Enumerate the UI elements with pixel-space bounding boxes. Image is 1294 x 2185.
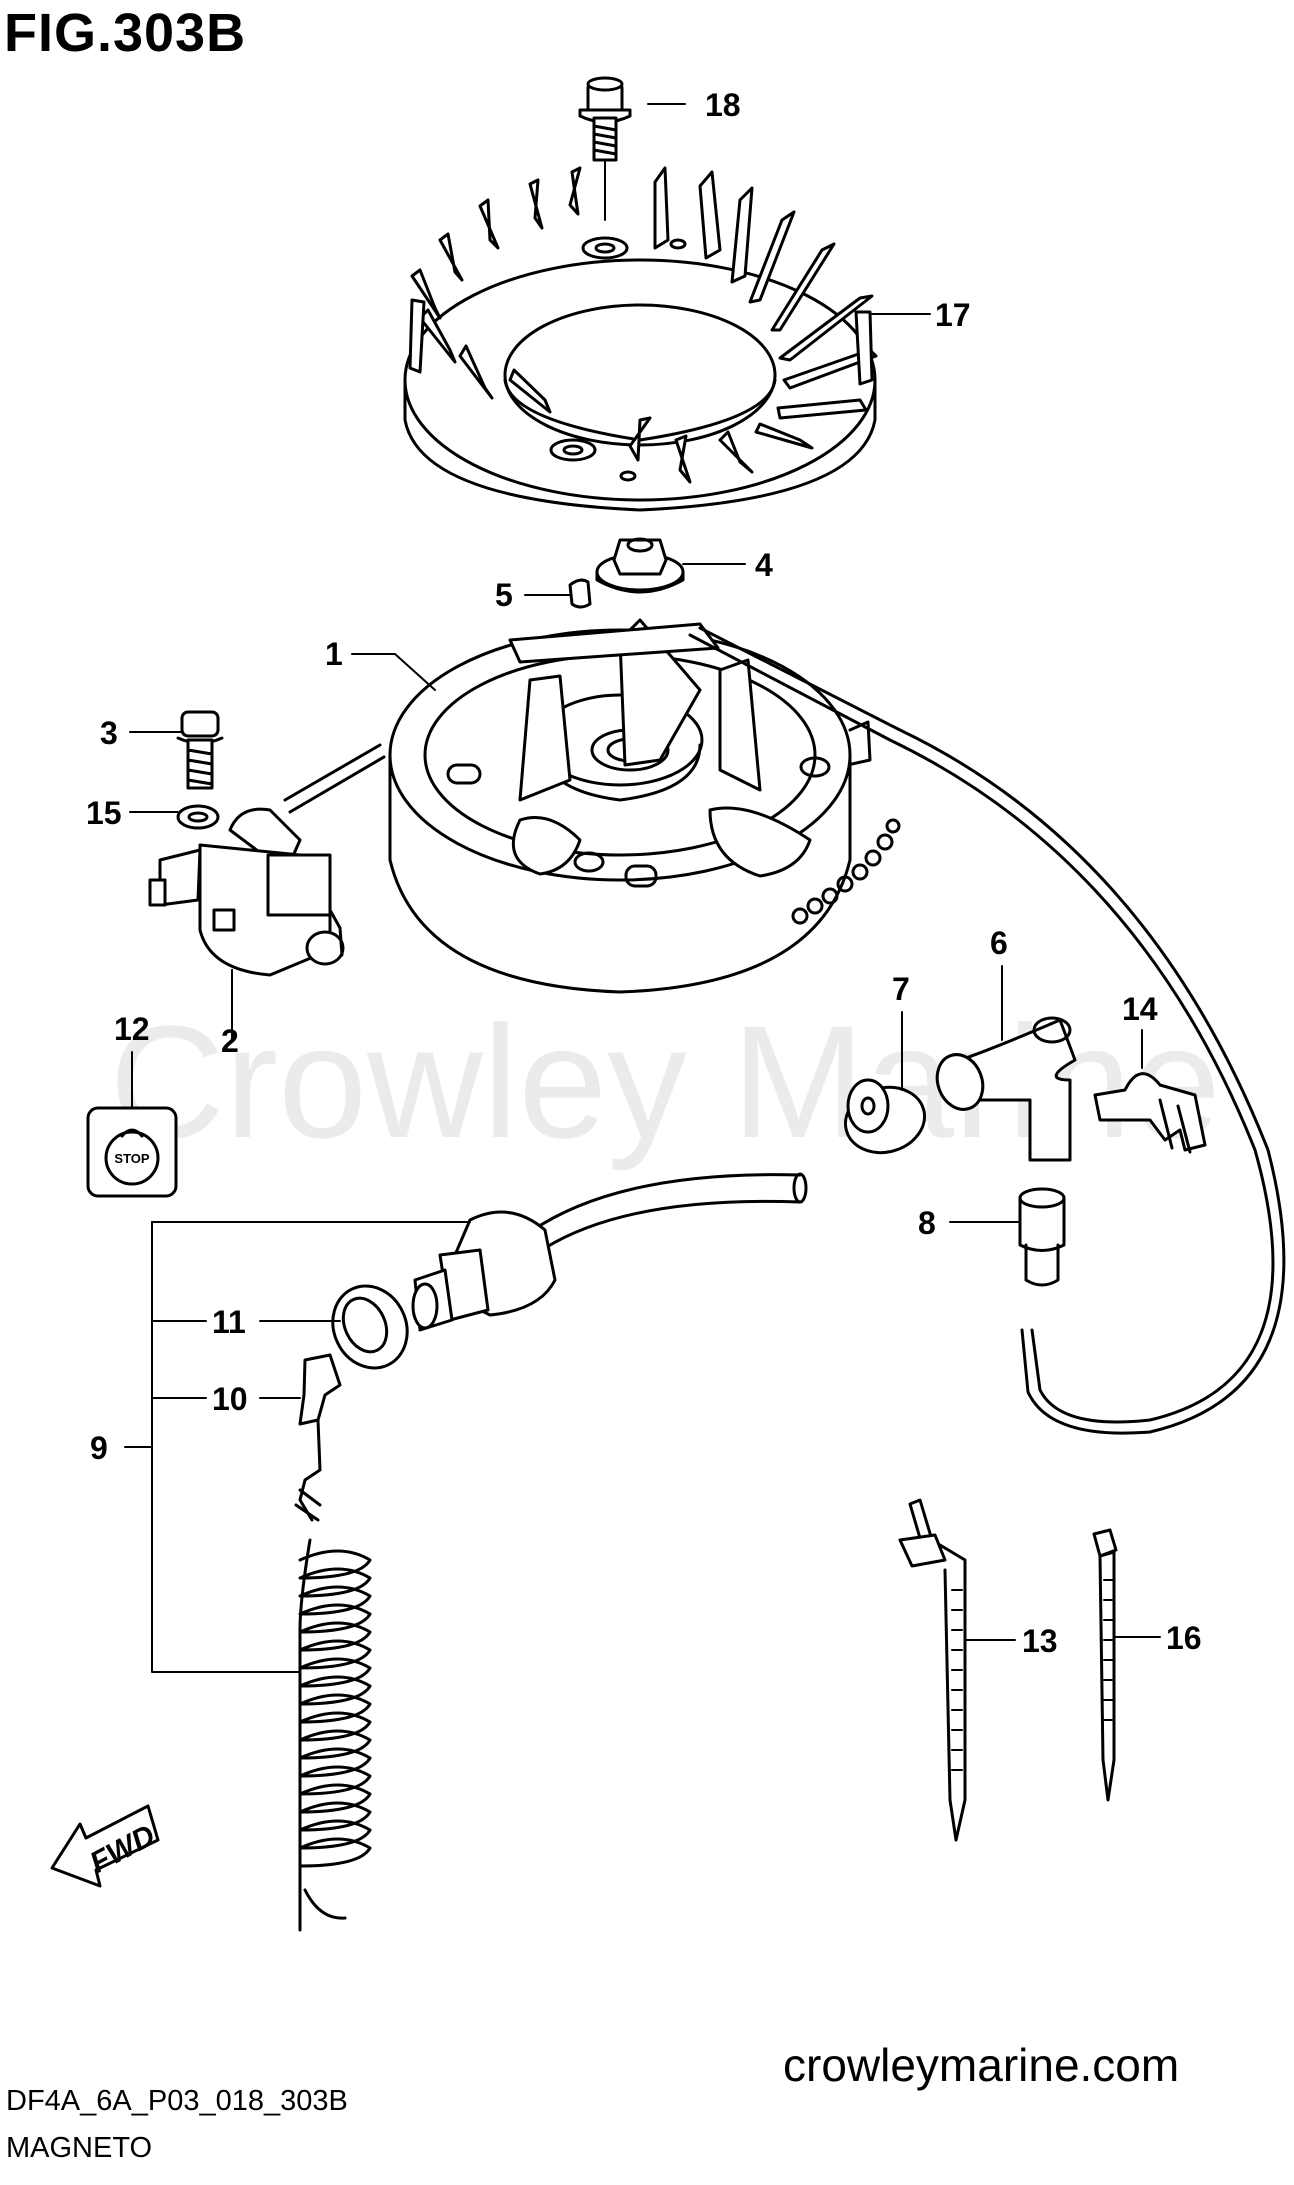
part-4-nut (595, 537, 685, 594)
part-13-cable-tie (898, 1498, 967, 1842)
part-16-cable-tie (1092, 1528, 1118, 1802)
callout-2: 2 (221, 1023, 239, 1059)
part-11-ring (331, 1284, 409, 1370)
callout-16: 16 (1166, 1620, 1202, 1656)
section-name: MAGNETO (6, 2132, 153, 2164)
callout-4: 4 (755, 547, 773, 583)
stop-label: STOP (114, 1151, 149, 1166)
callout-15: 15 (86, 795, 122, 831)
part-10-lanyard (294, 1353, 372, 1932)
callout-10: 10 (212, 1381, 248, 1417)
part-17-flywheel (403, 166, 878, 512)
callout-1: 1 (325, 636, 343, 672)
callout-5: 5 (495, 577, 513, 613)
part-3-screw (176, 710, 224, 790)
leader-lines (124, 103, 1161, 1673)
part-7-grommet (843, 1078, 927, 1155)
fwd-arrow: FWD (50, 1804, 161, 1888)
callout-17: 17 (935, 297, 971, 333)
callout-12: 12 (114, 1011, 150, 1047)
part-9-stop-switch-assembly (411, 1172, 808, 1332)
part-8-cap (1018, 1187, 1066, 1287)
part-5-key (568, 578, 592, 609)
callout-7: 7 (892, 971, 910, 1007)
callout-3: 3 (100, 715, 118, 751)
part-15-washer (176, 804, 220, 830)
callout-13: 13 (1022, 1623, 1058, 1659)
part-1-stator (388, 618, 1286, 1435)
website-label: crowleymarine.com (783, 2039, 1180, 2091)
callout-18: 18 (705, 87, 741, 123)
callout-8: 8 (918, 1205, 936, 1241)
callout-11: 11 (212, 1304, 246, 1340)
drawing-code: DF4A_6A_P03_018_303B (6, 2085, 348, 2117)
callout-6: 6 (990, 925, 1008, 961)
callout-14: 14 (1122, 991, 1158, 1027)
part-2-ignition-coil (148, 743, 386, 1041)
part-18-bolt (578, 76, 632, 221)
part-14-clamp (1093, 1072, 1207, 1154)
callout-9: 9 (90, 1430, 108, 1466)
part-6-elbow (935, 1016, 1077, 1162)
figure-title: FIG.303B (4, 3, 247, 63)
